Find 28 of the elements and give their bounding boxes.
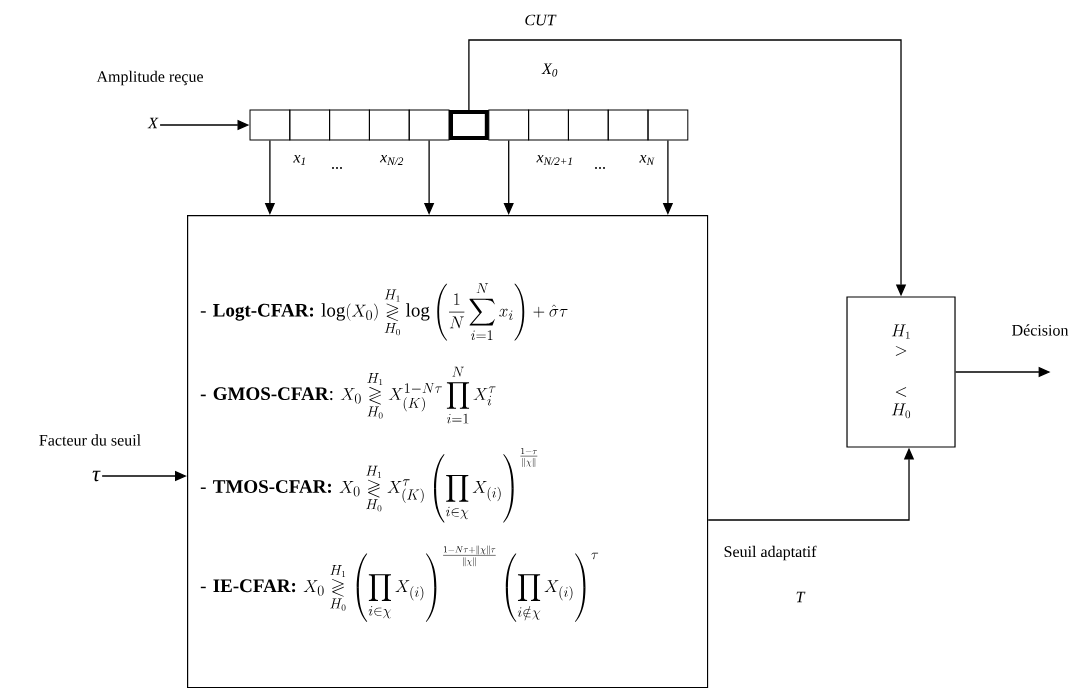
- input-caption: Facteur du seuil: [39, 434, 141, 446]
- register-cell: [249, 109, 291, 141]
- register-cell: [567, 109, 609, 141]
- register-cell: [449, 110, 489, 140]
- signal-label: x$_{N/2+1}$: [536, 155, 572, 165]
- register-cell: [488, 109, 530, 141]
- register-cell: [289, 109, 331, 141]
- signal-label: X$_{0}$: [541, 63, 558, 77]
- detector-box: - Logt-CFAR: $\log(X_0)\overset{H_1}{\underset{H_0}{\gtrless}}\log\left(\frac{1}{N}\sum_{i=1}^{N}x_i\right)+\hat{\sigma}\tau$ - GMOS-CFAR: $X_0\overset{H_1}{\underset{H_0}{\gtrless}}X_{(K)}^{1-N\tau}\prod_{i=1}^{N}X_i^{\tau}$ - TMOS-CFAR: $X_0\overset{H_1}{\underset{H_0}{\gtrless}}X_{(K)}^{\tau}\left(\prod_{i\in\chi}X_{(i)}\right)^{\frac{1-\tau}{\|\chi\|}}$ - IE-CFAR: $X_0\overset{H_1}{\underset{H_0}{\gtrless}}\left(\prod_{i\in\chi}X_{(i)}\right)^{\frac{1-N\tau+\|\chi\|\tau}{\|\chi\|}}\left(\prod_{i\notin\chi}X_{(i)}\right)^{\tau}$: [187, 215, 709, 688]
- register-cell: [607, 109, 649, 141]
- signal-label: x$_{1}$: [293, 155, 305, 165]
- signal-label: x$_{N}$: [639, 155, 655, 165]
- signal-label: ...: [332, 167, 342, 169]
- input-label: τ: [92, 470, 101, 482]
- edge-label: Décision: [1010, 323, 1070, 337]
- register-cell: [368, 109, 410, 141]
- comparator-box: $\begin{array}{c}H_1\\>\\[3ex]<\\H_0\end{array}$: [846, 296, 956, 448]
- signal-label: Amplitude reçue: [96, 70, 203, 86]
- signal-label: T: [796, 591, 806, 603]
- edge-label: CUT: [523, 13, 557, 27]
- signal-label: x$_{N/2}$: [379, 155, 404, 165]
- register-cell: [408, 109, 450, 141]
- edge-label: Seuil adaptatif: [722, 544, 818, 562]
- register-cell: [329, 109, 370, 141]
- register-cell: [528, 109, 569, 141]
- signal-label: ...: [595, 167, 605, 169]
- register-cell: [647, 109, 689, 141]
- input-label: X: [147, 117, 159, 129]
